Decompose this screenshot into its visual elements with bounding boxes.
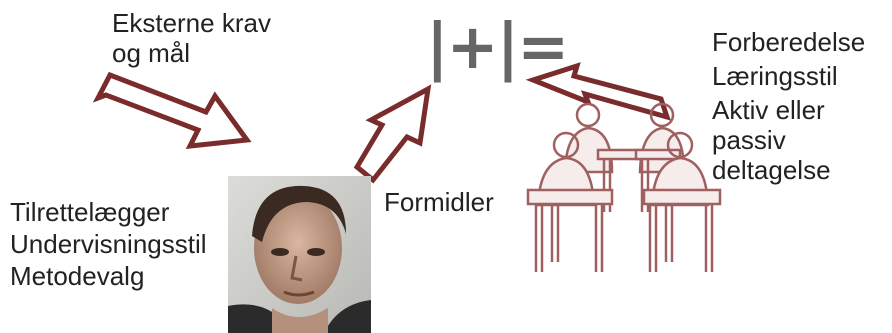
student-attributes-label: Forberedelse Læringsstil Aktiv eller pas… (712, 27, 865, 185)
external-to-teacher-arrow (92, 71, 252, 149)
students-line2: Læringsstil (712, 61, 838, 91)
teacher-to-formula-arrow (353, 84, 432, 184)
students-line4: passiv (712, 125, 786, 155)
external-line2: og mål (112, 38, 191, 68)
students-line1: Forberedelse (712, 27, 866, 57)
formidler-label: Formidler (384, 187, 494, 217)
teacher-attributes-label: Tilrettelægger Undervisningsstil Metodev… (10, 197, 207, 291)
teacher-line3: Metodevalg (10, 261, 145, 291)
students-group (526, 102, 722, 272)
external-requirements-label: Eksterne krav og mål (112, 8, 271, 68)
students-line3: Aktiv eller (712, 95, 825, 125)
teacher-line2: Undervisningsstil (10, 229, 207, 259)
teacher-face-illustration (228, 176, 371, 333)
student-back-left-head (575, 102, 601, 128)
students-line5: deltagelse (712, 155, 831, 185)
formula-symbol: |+|= (426, 10, 569, 83)
students-to-formula-arrow (525, 62, 671, 121)
external-line1: Eksterne krav (112, 8, 271, 38)
teacher-line1: Tilrettelægger (10, 197, 170, 227)
teacher-photo (228, 176, 371, 333)
student-back-right-head (649, 102, 675, 128)
